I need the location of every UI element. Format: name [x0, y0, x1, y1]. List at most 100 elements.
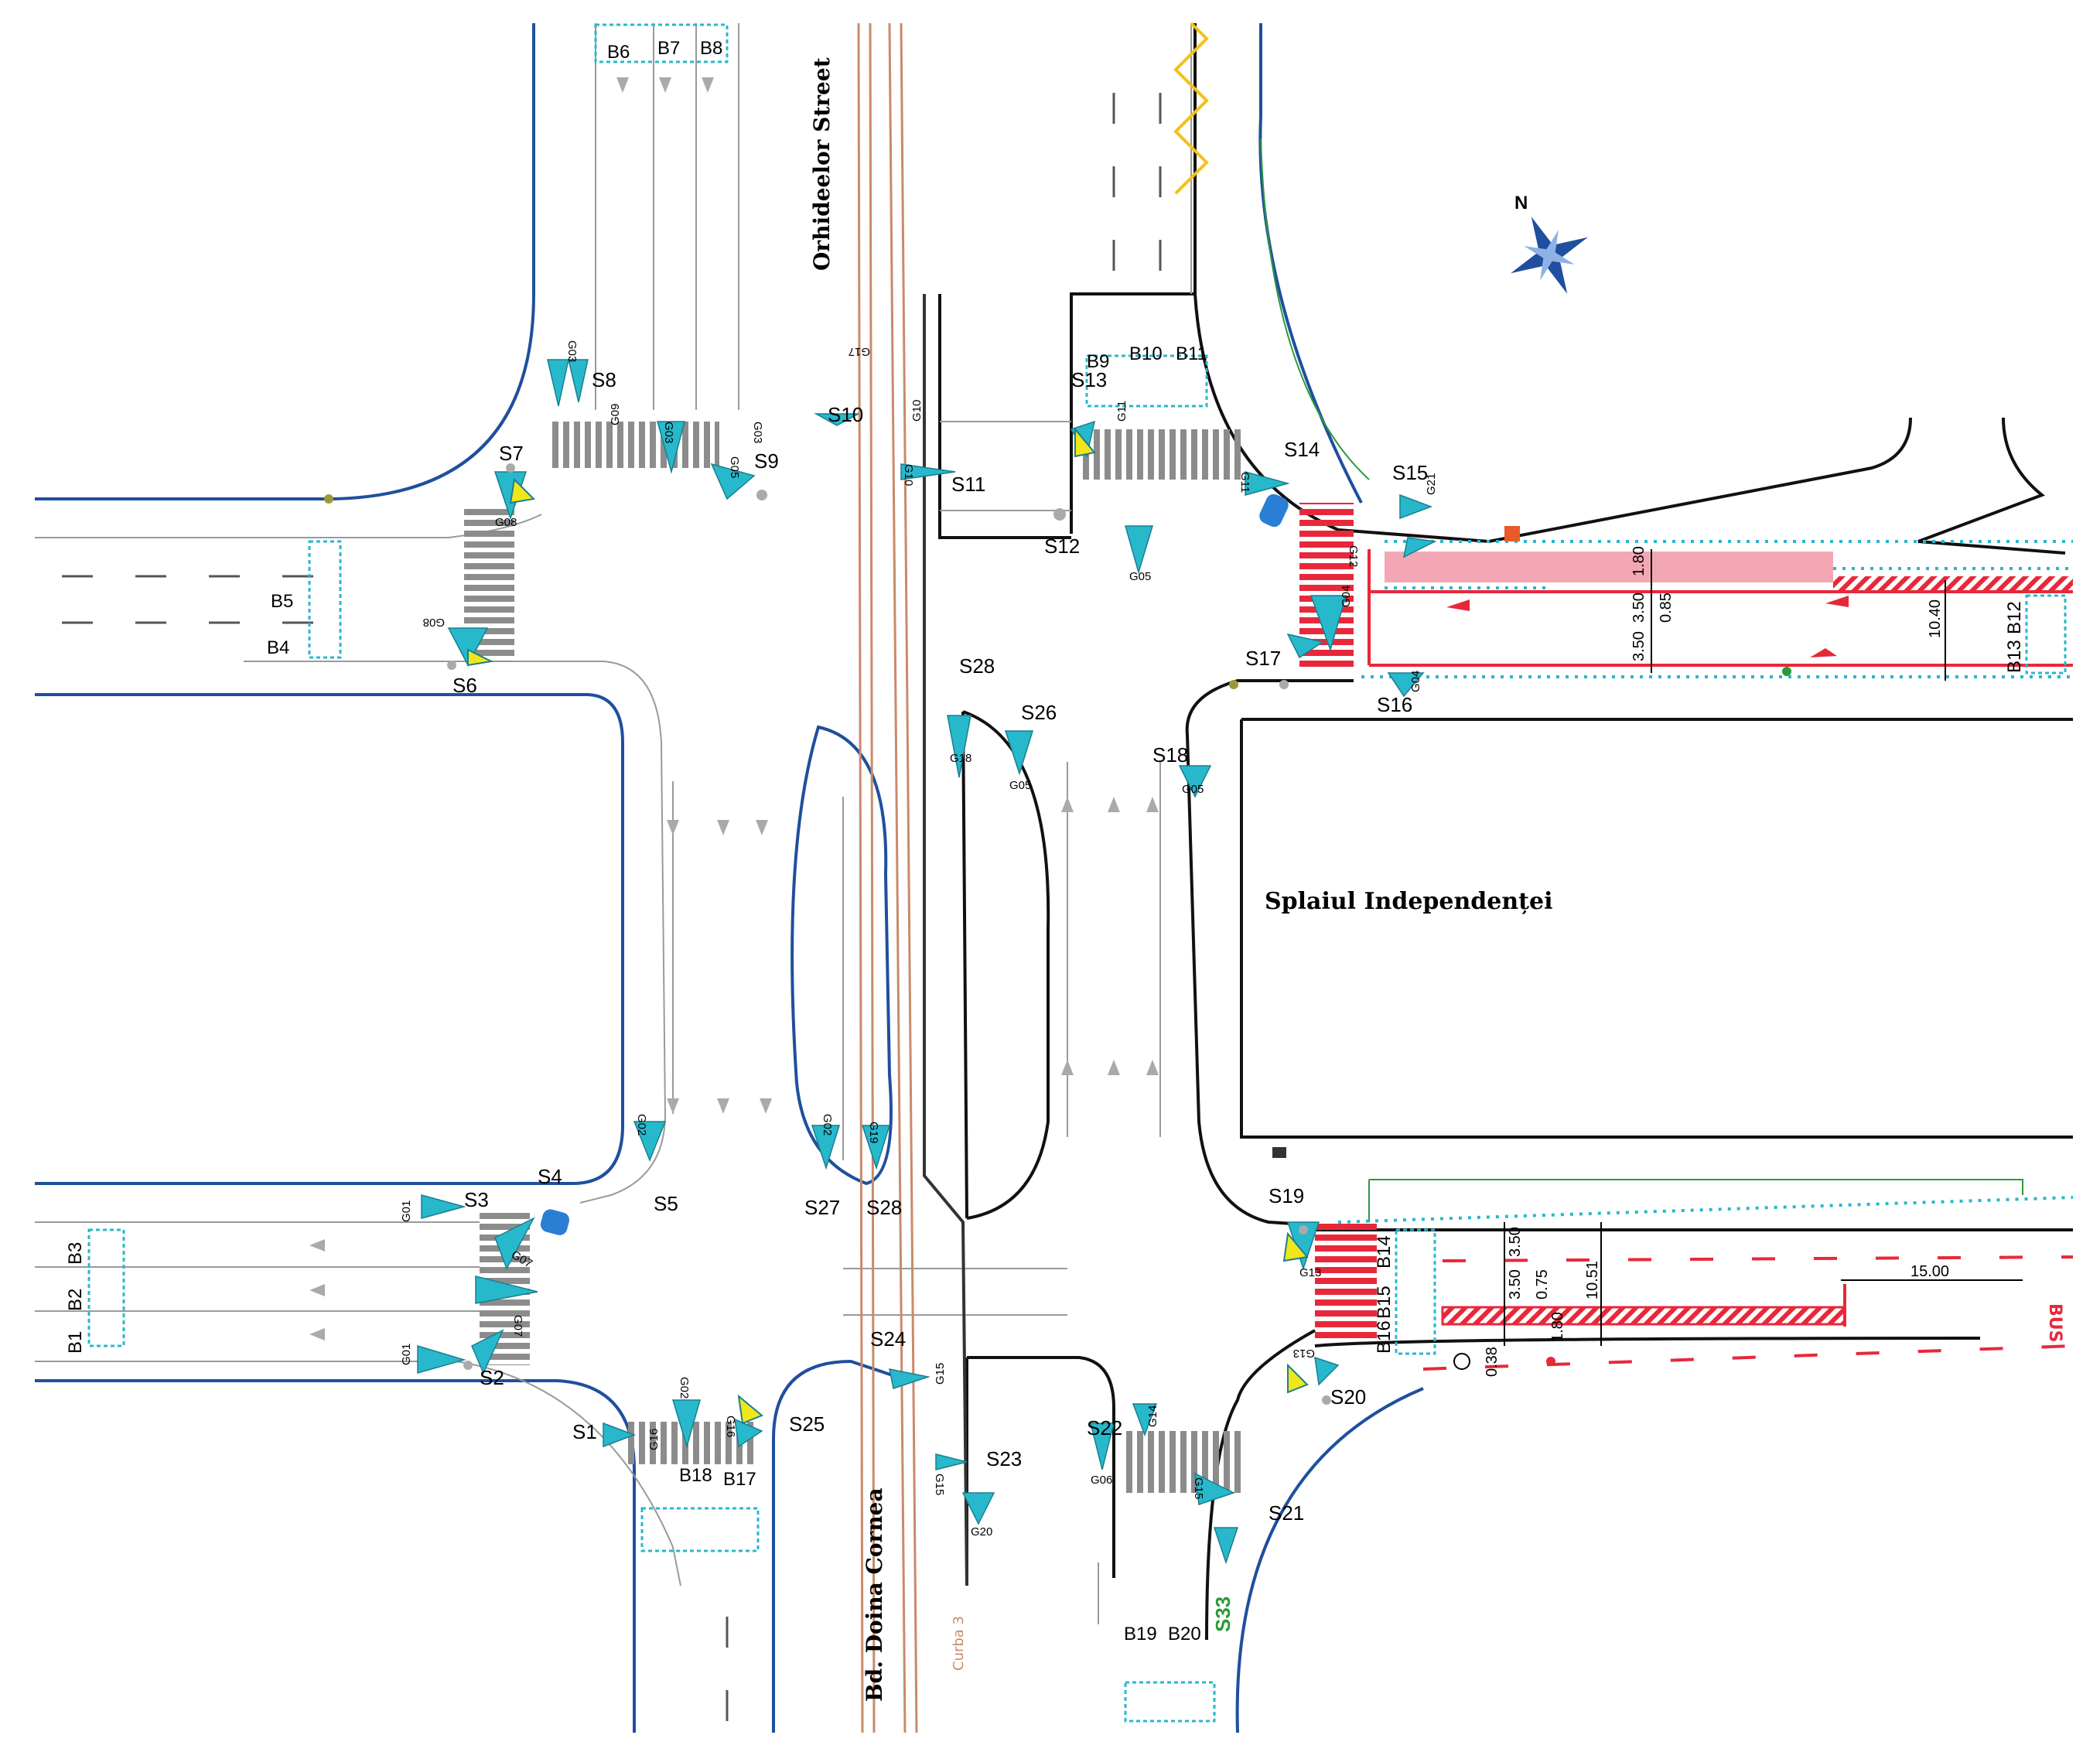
group-G01-b: G01	[400, 1344, 413, 1365]
button-B11: B11	[1176, 343, 1207, 364]
button-B2: B2	[65, 1289, 86, 1311]
group-G16-a: G16	[647, 1429, 661, 1450]
group-G02-b: G02	[821, 1114, 834, 1136]
group-G04-b: G04	[1409, 671, 1422, 692]
compass-icon: N	[1511, 193, 1588, 294]
group-G13-b: G13	[1293, 1347, 1315, 1360]
button-B14: B14	[1374, 1235, 1395, 1269]
group-G15-c: G15	[1192, 1477, 1205, 1499]
tram-label: Curba 3	[951, 1616, 967, 1671]
button-B1: B1	[65, 1331, 86, 1354]
group-G01-a: G01	[400, 1200, 413, 1222]
dimensions-east-top: 1.80 3.50 0.85 3.50 10.40	[1630, 546, 1944, 661]
group-G03-c: G03	[751, 422, 764, 443]
group-G19: G19	[867, 1122, 880, 1143]
button-B13: B13	[2004, 640, 2025, 673]
group-G05-a: G05	[1129, 570, 1151, 583]
dimensions-east-bottom: 3.50 3.50 0.75 10.51 1.80 0.38 15.00	[1484, 1227, 1949, 1377]
group-G02-c: G02	[678, 1377, 691, 1399]
button-B16: B16	[1374, 1320, 1395, 1354]
signal-S4: S4	[538, 1165, 562, 1188]
group-G18: G18	[950, 752, 971, 765]
bus-label: BUS	[2045, 1303, 2064, 1342]
signal-S33: S33	[1211, 1597, 1234, 1632]
group-G06: G06	[1091, 1474, 1112, 1487]
group-G15-b: G15	[933, 1474, 946, 1495]
group-G02-a: G02	[635, 1114, 648, 1136]
signal-group-labels: G01 G01 G02 G02 G02 G03 G03 G03 G04 G04 …	[400, 340, 1438, 1539]
signal-S28-south: S28	[866, 1196, 902, 1219]
button-B20: B20	[1168, 1624, 1201, 1644]
signal-S19: S19	[1269, 1184, 1304, 1207]
group-G03-a: G03	[565, 340, 579, 362]
dim-3-50-bottom: 3.50	[1630, 631, 1648, 661]
dim-15-00: 15.00	[1910, 1263, 1949, 1280]
bus-lanes	[1299, 503, 2074, 1371]
signal-S5: S5	[654, 1192, 678, 1215]
dim-10-40: 10.40	[1927, 599, 1944, 638]
dim-0-38: 0.38	[1484, 1347, 1501, 1377]
signal-S20: S20	[1330, 1385, 1366, 1409]
button-B10: B10	[1129, 343, 1163, 364]
button-B17: B17	[723, 1469, 756, 1490]
group-G11-b: G11	[1238, 472, 1251, 493]
group-G04-a: G04	[1340, 586, 1353, 607]
signal-S26: S26	[1021, 701, 1057, 724]
group-G14: G14	[1146, 1405, 1159, 1427]
signal-S17: S17	[1245, 647, 1281, 670]
button-B6: B6	[607, 42, 630, 63]
signal-S27: S27	[804, 1196, 840, 1219]
signal-S14: S14	[1284, 438, 1320, 461]
button-labels: B1 B2 B3 B4 B5 B6 B7 B8 B9 B10 B11 B12 B…	[65, 38, 2025, 1644]
group-G09: G09	[609, 404, 622, 425]
dim-10-51: 10.51	[1584, 1261, 1601, 1299]
button-B19: B19	[1124, 1624, 1157, 1644]
lane-lines	[35, 23, 1192, 1624]
dim-0-75: 0.75	[1534, 1269, 1551, 1299]
highlight-triangles	[467, 427, 1309, 1425]
compass-label: N	[1514, 193, 1528, 213]
group-G05-c: G05	[1182, 783, 1204, 796]
button-B8: B8	[700, 38, 722, 59]
signal-S3: S3	[464, 1188, 489, 1211]
group-G10-b: G10	[902, 464, 915, 486]
signal-S24: S24	[870, 1327, 906, 1351]
group-G17: G17	[849, 345, 870, 358]
signal-S1: S1	[572, 1420, 597, 1443]
button-B7: B7	[657, 38, 680, 59]
zigzag-marking	[1173, 22, 1209, 195]
signal-S22: S22	[1087, 1416, 1122, 1440]
signal-S8: S8	[592, 368, 616, 391]
device-markers	[324, 463, 1791, 1405]
button-B15: B15	[1374, 1286, 1395, 1319]
street-name-south: Bd. Doina Cornea	[862, 1487, 887, 1702]
group-G15-a: G15	[934, 1363, 947, 1385]
group-G10-a: G10	[910, 400, 924, 422]
tram-tracks	[857, 22, 918, 1733]
curb-lines	[35, 23, 1424, 1733]
signal-S23: S23	[986, 1447, 1022, 1470]
green-edges	[1260, 138, 2023, 1222]
group-G08-b: G08	[423, 616, 445, 629]
signal-S25: S25	[789, 1412, 825, 1436]
dim-0-85: 0.85	[1658, 593, 1675, 623]
button-B3: B3	[65, 1242, 86, 1265]
dim-1-80-b: 1.80	[1549, 1312, 1566, 1342]
signal-S21: S21	[1269, 1501, 1304, 1525]
group-G11-a: G11	[1115, 401, 1129, 422]
dim-1-80: 1.80	[1630, 546, 1648, 576]
button-B18: B18	[679, 1465, 712, 1486]
road-edges	[938, 23, 2073, 1641]
signal-S10: S10	[828, 403, 863, 426]
signal-S13: S13	[1071, 368, 1107, 391]
bike-paths	[1337, 540, 2074, 1224]
signal-S6: S6	[452, 674, 477, 697]
signal-S11: S11	[951, 473, 985, 496]
group-G13-a: G13	[1299, 1266, 1321, 1279]
button-B4: B4	[267, 637, 289, 658]
street-name-north: Orhideelor Street	[809, 57, 835, 271]
dim-3-50-top: 3.50	[1630, 593, 1648, 623]
button-B5: B5	[271, 591, 293, 612]
signal-S18: S18	[1152, 743, 1188, 767]
